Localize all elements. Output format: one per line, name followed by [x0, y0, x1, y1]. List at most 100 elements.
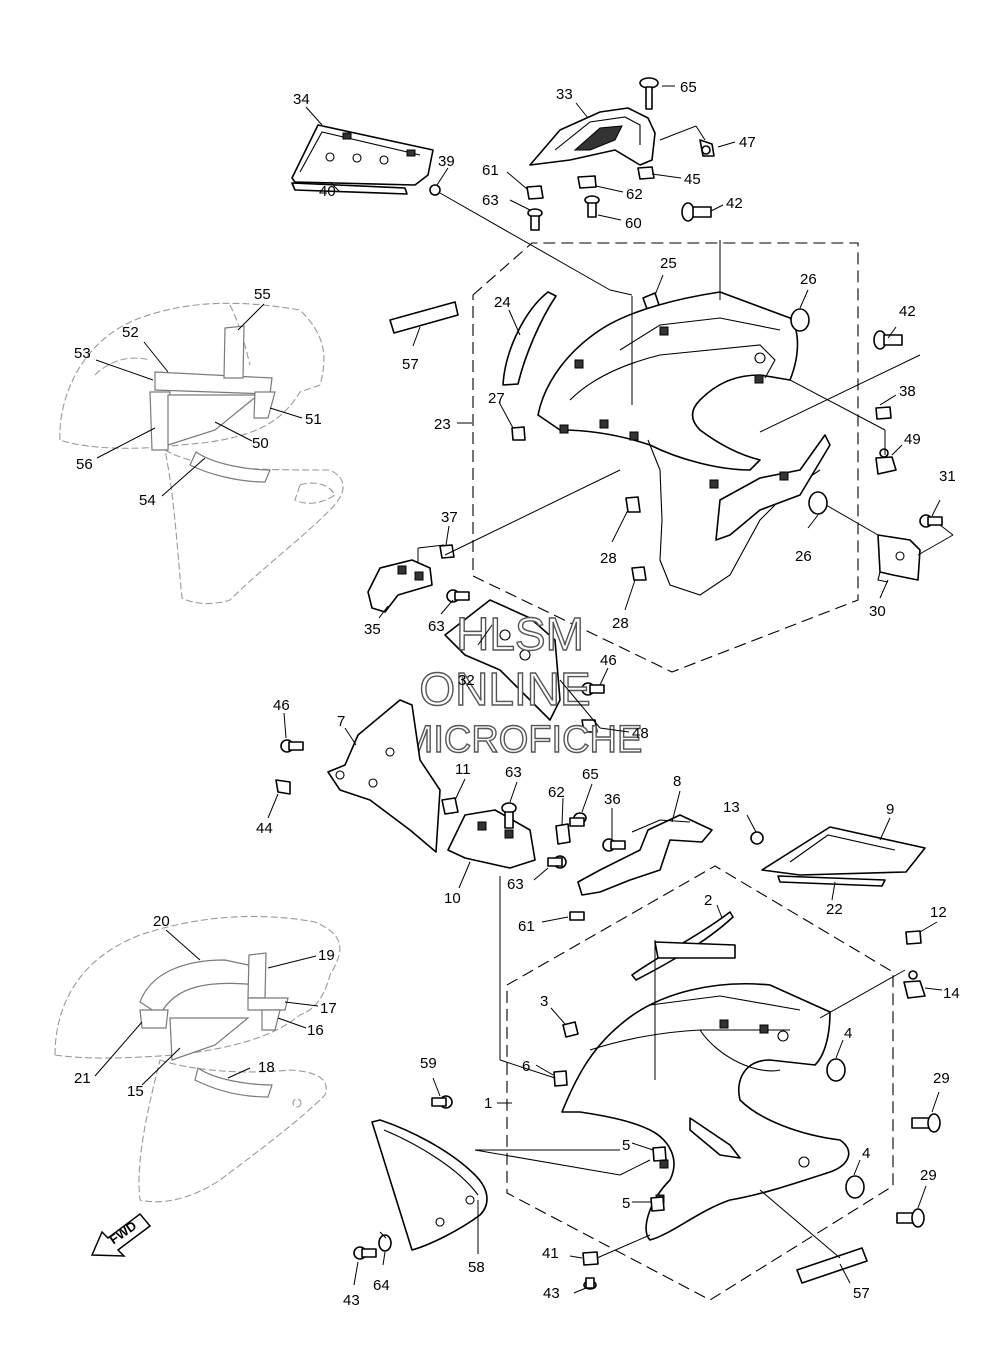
callout-63-top: 63 — [482, 192, 499, 209]
callout-numbers: 34 39 40 33 65 47 61 62 45 63 60 42 25 2… — [74, 79, 960, 1309]
callout-44: 44 — [256, 820, 273, 837]
callout-29-a: 29 — [933, 1070, 950, 1087]
part-13-grommet — [750, 831, 764, 845]
callout-8: 8 — [673, 773, 681, 790]
part-14-fastener — [903, 970, 926, 999]
callout-59: 59 — [420, 1055, 437, 1072]
part-9-cover — [761, 826, 926, 876]
part-43-bolt-bottom — [583, 1277, 597, 1290]
callout-33: 33 — [556, 86, 573, 103]
part-27-clip — [511, 426, 526, 441]
callout-42-right: 42 — [899, 303, 916, 320]
callout-27: 27 — [488, 390, 505, 407]
callout-37: 37 — [441, 509, 458, 526]
part-42-bolt-right — [873, 330, 903, 350]
part-28-clip-b — [631, 566, 647, 581]
callout-35: 35 — [364, 621, 381, 638]
callout-22: 22 — [826, 901, 843, 918]
callout-46-mid: 46 — [600, 652, 617, 669]
callout-52: 52 — [122, 324, 139, 341]
part-39-grommet — [429, 184, 441, 196]
callout-25: 25 — [660, 255, 677, 272]
part-22-trim — [777, 875, 886, 887]
part-2-trim — [631, 911, 736, 981]
callout-63-center: 63 — [505, 764, 522, 781]
lower-assembly-box — [506, 865, 894, 1301]
callout-46-left: 46 — [273, 697, 290, 714]
callout-24: 24 — [494, 294, 511, 311]
callout-50: 50 — [252, 435, 269, 452]
callout-34: 34 — [293, 91, 310, 108]
callout-56: 56 — [76, 456, 93, 473]
part-62-nut-top — [577, 175, 597, 189]
part-61-nut-top — [526, 185, 544, 200]
callout-36: 36 — [604, 791, 621, 808]
callout-58: 58 — [468, 1259, 485, 1276]
part-38-nut — [875, 406, 892, 420]
watermark-line-2: ONLINE — [419, 663, 590, 715]
callout-48: 48 — [632, 725, 649, 742]
callout-7: 7 — [337, 713, 345, 730]
part-29-bolt-b — [896, 1208, 925, 1228]
callout-14: 14 — [943, 985, 960, 1002]
callout-42-top: 42 — [726, 195, 743, 212]
part-5-nut-a — [652, 1146, 667, 1162]
callout-5-a: 5 — [622, 1137, 630, 1154]
part-34-mirror-cover — [291, 124, 434, 186]
forward-arrow-icon: FWD — [90, 1212, 152, 1257]
callout-43-left: 43 — [343, 1292, 360, 1309]
part-7-stay — [327, 699, 441, 853]
callout-32: 32 — [458, 672, 475, 689]
callout-12: 12 — [930, 904, 947, 921]
callout-28-a: 28 — [600, 550, 617, 567]
part-29-bolt-a — [911, 1113, 941, 1133]
part-10-bracket — [447, 809, 536, 869]
watermark: HLSM ONLINE MICROFICHE — [401, 607, 643, 761]
callout-31: 31 — [939, 468, 956, 485]
callout-30: 30 — [869, 603, 886, 620]
callout-19: 19 — [318, 947, 335, 964]
callout-18: 18 — [258, 1059, 275, 1076]
callout-26-top: 26 — [800, 271, 817, 288]
part-33-inner-panel — [529, 107, 656, 166]
part-65-screw — [639, 77, 659, 110]
part-4-grommet-a — [826, 1058, 846, 1082]
callout-61-top: 61 — [482, 162, 499, 179]
callout-43-bottom: 43 — [543, 1285, 560, 1302]
callout-40: 40 — [319, 183, 336, 200]
part-64-washer — [378, 1234, 392, 1252]
watermark-line-1: HLSM — [456, 608, 584, 660]
part-63-bolt-center — [501, 802, 517, 829]
part-62-nut-mid — [555, 823, 571, 845]
part-57-label-top — [389, 301, 459, 334]
callout-54: 54 — [139, 492, 156, 509]
part-63-bolt-mid — [446, 589, 470, 603]
callout-5-b: 5 — [622, 1195, 630, 1212]
callout-20: 20 — [153, 913, 170, 930]
part-57-label-bottom — [796, 1247, 868, 1284]
part-4-grommet-b — [845, 1175, 865, 1199]
callout-11: 11 — [455, 761, 471, 778]
callout-57-bottom: 57 — [853, 1285, 870, 1302]
callout-21: 21 — [74, 1070, 91, 1087]
part-47-fastener — [699, 139, 715, 157]
part-5-nut-b — [650, 1196, 665, 1212]
callout-64: 64 — [373, 1277, 390, 1294]
upper-left-fairing-ghost — [59, 302, 344, 605]
callout-61-mid: 61 — [518, 918, 535, 935]
part-43-bolt-left — [353, 1246, 377, 1260]
part-46-bolt-left — [280, 739, 304, 753]
part-23-upper-cowl — [537, 291, 831, 596]
part-37-fastener — [439, 544, 455, 559]
callout-13: 13 — [723, 799, 740, 816]
callout-4-a: 4 — [844, 1025, 852, 1042]
part-6-clip — [553, 1070, 568, 1087]
callout-4-b: 4 — [862, 1145, 870, 1162]
part-41-nut — [582, 1251, 599, 1266]
callout-60: 60 — [625, 215, 642, 232]
part-49-fastener — [875, 448, 897, 475]
callout-17: 17 — [320, 1000, 337, 1017]
callout-39: 39 — [438, 153, 455, 170]
part-45-nut — [637, 166, 655, 180]
